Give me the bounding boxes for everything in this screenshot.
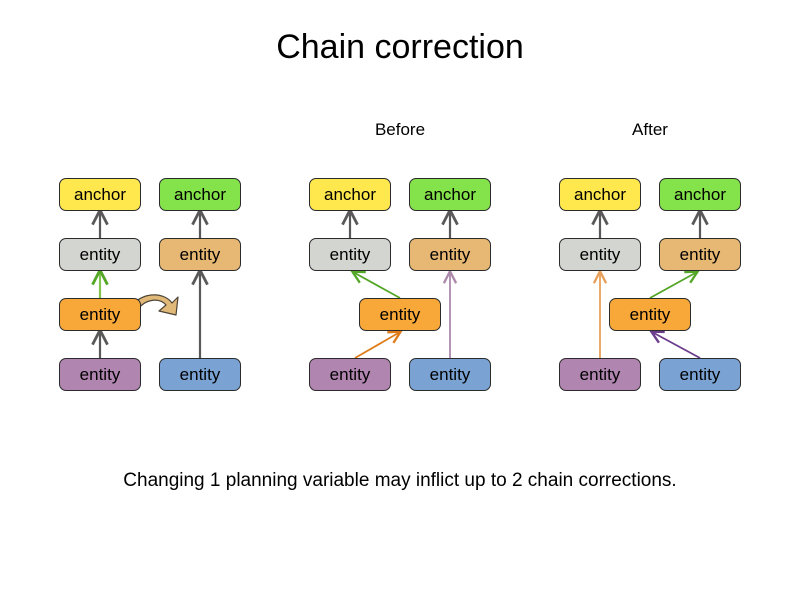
node-p3-entity-orange[interactable]: entity [609, 298, 691, 331]
node-p1-entity-tan[interactable]: entity [159, 238, 241, 271]
edge-p3-blue-to-orange [649, 330, 701, 359]
node-p2-entity-tan[interactable]: entity [409, 238, 491, 271]
node-p3-anchor-green[interactable]: anchor [659, 178, 741, 211]
node-p1-entity-purple[interactable]: entity [59, 358, 141, 391]
node-p2-entity-blue[interactable]: entity [409, 358, 491, 391]
edge-p2-orange-to-gray [350, 270, 401, 299]
node-p1-anchor-yellow[interactable]: anchor [59, 178, 141, 211]
node-p3-entity-blue[interactable]: entity [659, 358, 741, 391]
page-title: Chain correction [276, 28, 524, 66]
node-p1-anchor-green[interactable]: anchor [159, 178, 241, 211]
node-p2-entity-purple[interactable]: entity [309, 358, 391, 391]
curved-arrow-icon [132, 294, 179, 316]
node-p1-entity-gray[interactable]: entity [59, 238, 141, 271]
node-p3-entity-tan[interactable]: entity [659, 238, 741, 271]
edge-p2-purple-to-orange [354, 330, 403, 359]
node-p3-entity-gray[interactable]: entity [559, 238, 641, 271]
node-p2-anchor-green[interactable]: anchor [409, 178, 491, 211]
panel-label-after: After [632, 120, 668, 139]
node-p2-entity-gray[interactable]: entity [309, 238, 391, 271]
panel-label-before: Before [374, 120, 426, 139]
node-p1-entity-blue[interactable]: entity [159, 358, 241, 391]
node-p3-entity-purple[interactable]: entity [559, 358, 641, 391]
slide-caption: Changing 1 planning variable may inflict… [123, 470, 677, 491]
node-p3-anchor-yellow[interactable]: anchor [559, 178, 641, 211]
edge-p3-orange-to-tan [649, 270, 700, 299]
node-p1-entity-orange[interactable]: entity [59, 298, 141, 331]
node-p2-anchor-yellow[interactable]: anchor [309, 178, 391, 211]
node-p2-entity-orange[interactable]: entity [359, 298, 441, 331]
